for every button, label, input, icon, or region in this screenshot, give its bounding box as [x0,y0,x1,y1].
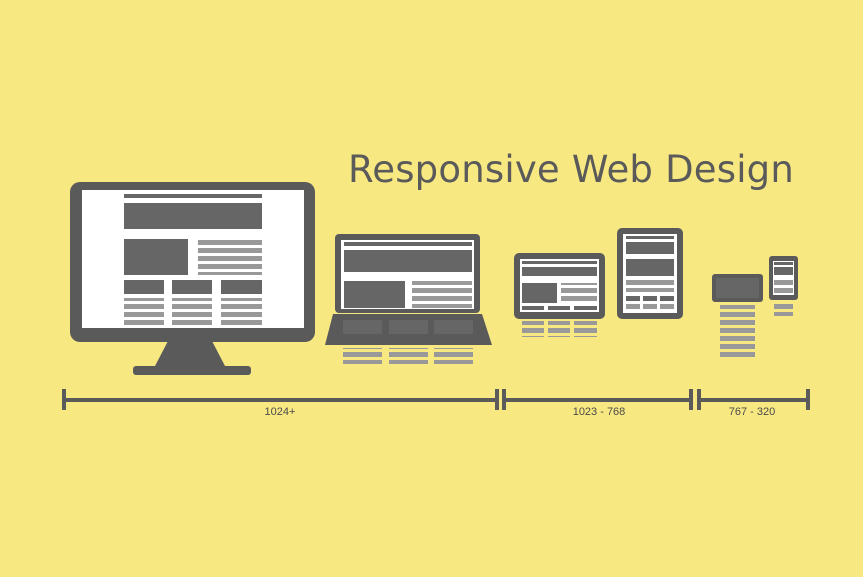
range-label-desktop: 1024+ [264,406,296,418]
page-title: Responsive Web Design [348,148,795,191]
phone-portrait-icon [769,256,798,316]
range-label-tablet: 1023 - 768 [572,406,626,418]
phone-landscape-icon [712,274,763,357]
laptop-icon [325,234,492,364]
tablet-portrait-icon [617,228,683,319]
desktop-monitor-icon [70,182,315,375]
breakpoint-range-bar [62,389,810,410]
tablet-landscape-icon [514,253,605,337]
range-label-mobile: 767 - 320 [728,406,776,418]
